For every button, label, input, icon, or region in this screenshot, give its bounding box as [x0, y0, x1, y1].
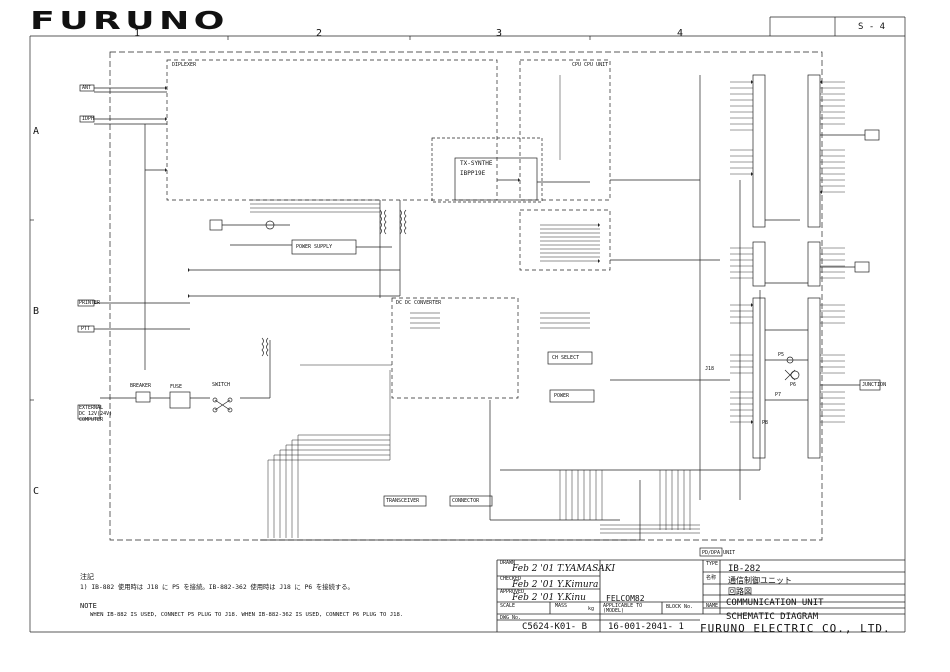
- checked-label: CHECKED: [500, 576, 522, 582]
- block-no-label: BLOCK No.: [666, 604, 694, 610]
- column-label: 3: [496, 28, 503, 39]
- filter-label: IBPP19E: [460, 170, 486, 177]
- block-label: DC DC CONVERTER: [396, 300, 442, 306]
- applicable-label: APPLICABLE TO (MODEL): [603, 603, 643, 614]
- connector-label: P5: [778, 352, 785, 358]
- column-label: 4: [677, 28, 684, 39]
- port-ptt: PTT: [81, 326, 91, 332]
- mass-unit: kg: [588, 606, 595, 612]
- block-label: CH SELECT: [552, 355, 580, 361]
- name-jp-label: 名称: [706, 575, 717, 581]
- approved-signature: Feb 2 '01 Y.Kinu: [512, 593, 586, 603]
- switch-label: SWITCH: [212, 382, 231, 388]
- column-label: 2: [316, 28, 323, 39]
- diagram-jp: 回路図: [728, 587, 752, 596]
- furuno-logo: FURUNO: [30, 6, 229, 35]
- port-printer: PRINTER: [79, 300, 101, 306]
- approved-label: APPROVED: [500, 589, 525, 595]
- drawn-label: DRAWN: [500, 560, 516, 566]
- block-label: JUNCTION: [862, 382, 887, 388]
- model-name: FELCOM82: [606, 594, 645, 603]
- connector-label: P7: [775, 392, 782, 398]
- name-value: COMMUNICATION UNIT: [726, 598, 824, 608]
- port-antenna: ANT: [82, 85, 92, 91]
- block-label: DIPLEXER: [172, 62, 197, 68]
- name-label: NAME: [706, 603, 719, 609]
- part-number: 16-001-2041- 1: [608, 622, 684, 632]
- company-name: FURUNO ELECTRIC CO., LTD.: [700, 622, 891, 635]
- port-external-dc: EXTERNAL DC 12V(24V) COMPUTER: [79, 405, 113, 423]
- row-label: C: [33, 486, 40, 497]
- mass-label: MASS: [555, 603, 568, 609]
- dwg-label: DWG No.: [500, 615, 522, 621]
- type-label: TYPE: [706, 561, 719, 567]
- connector-label: P6: [790, 382, 797, 388]
- drawn-signature: Feb 2 '01 T.YAMASAKI: [512, 564, 616, 574]
- type-value: IB-282: [728, 564, 761, 574]
- block-label: CPU CPU UNIT: [572, 62, 609, 68]
- note-en-title: NOTE: [80, 602, 97, 610]
- row-label: B: [33, 306, 40, 317]
- scale-label: SCALE: [500, 603, 516, 609]
- block-label: POWER SUPPLY: [296, 244, 333, 250]
- note-jp-text: 1) IB-882 使用時は J18 に P5 を接続。IB-882-362 使…: [80, 584, 354, 591]
- block-label: PD/DPA UNIT: [702, 550, 736, 556]
- block-label: CONNECTOR: [452, 498, 480, 504]
- fuse-label: FUSE: [170, 384, 183, 390]
- sheet-number: S - 4: [858, 22, 886, 32]
- block-label: TRANSCEIVER: [386, 498, 420, 504]
- name-jp-value: 通信制御ユニット: [728, 576, 792, 585]
- diagram-value: SCHEMATIC DIAGRAM: [726, 612, 819, 622]
- port-idph: IDPH: [82, 116, 95, 122]
- row-label: A: [33, 126, 40, 137]
- note-jp-title: 注記: [80, 573, 94, 581]
- note-en-text: WHEN IB-882 IS USED, CONNECT P5 PLUG TO …: [90, 612, 404, 618]
- connector-label: P8: [762, 420, 769, 426]
- dwg-number: C5624-K01- B: [522, 622, 588, 632]
- block-label: POWER: [554, 393, 570, 399]
- connector-label: J18: [705, 366, 715, 372]
- column-label: 1: [134, 28, 141, 39]
- tx-synthe-label: TX-SYNTHE: [460, 160, 493, 167]
- checked-signature: Feb 2 '01 Y.Kimura: [512, 580, 599, 590]
- breaker-label: BREAKER: [130, 383, 152, 389]
